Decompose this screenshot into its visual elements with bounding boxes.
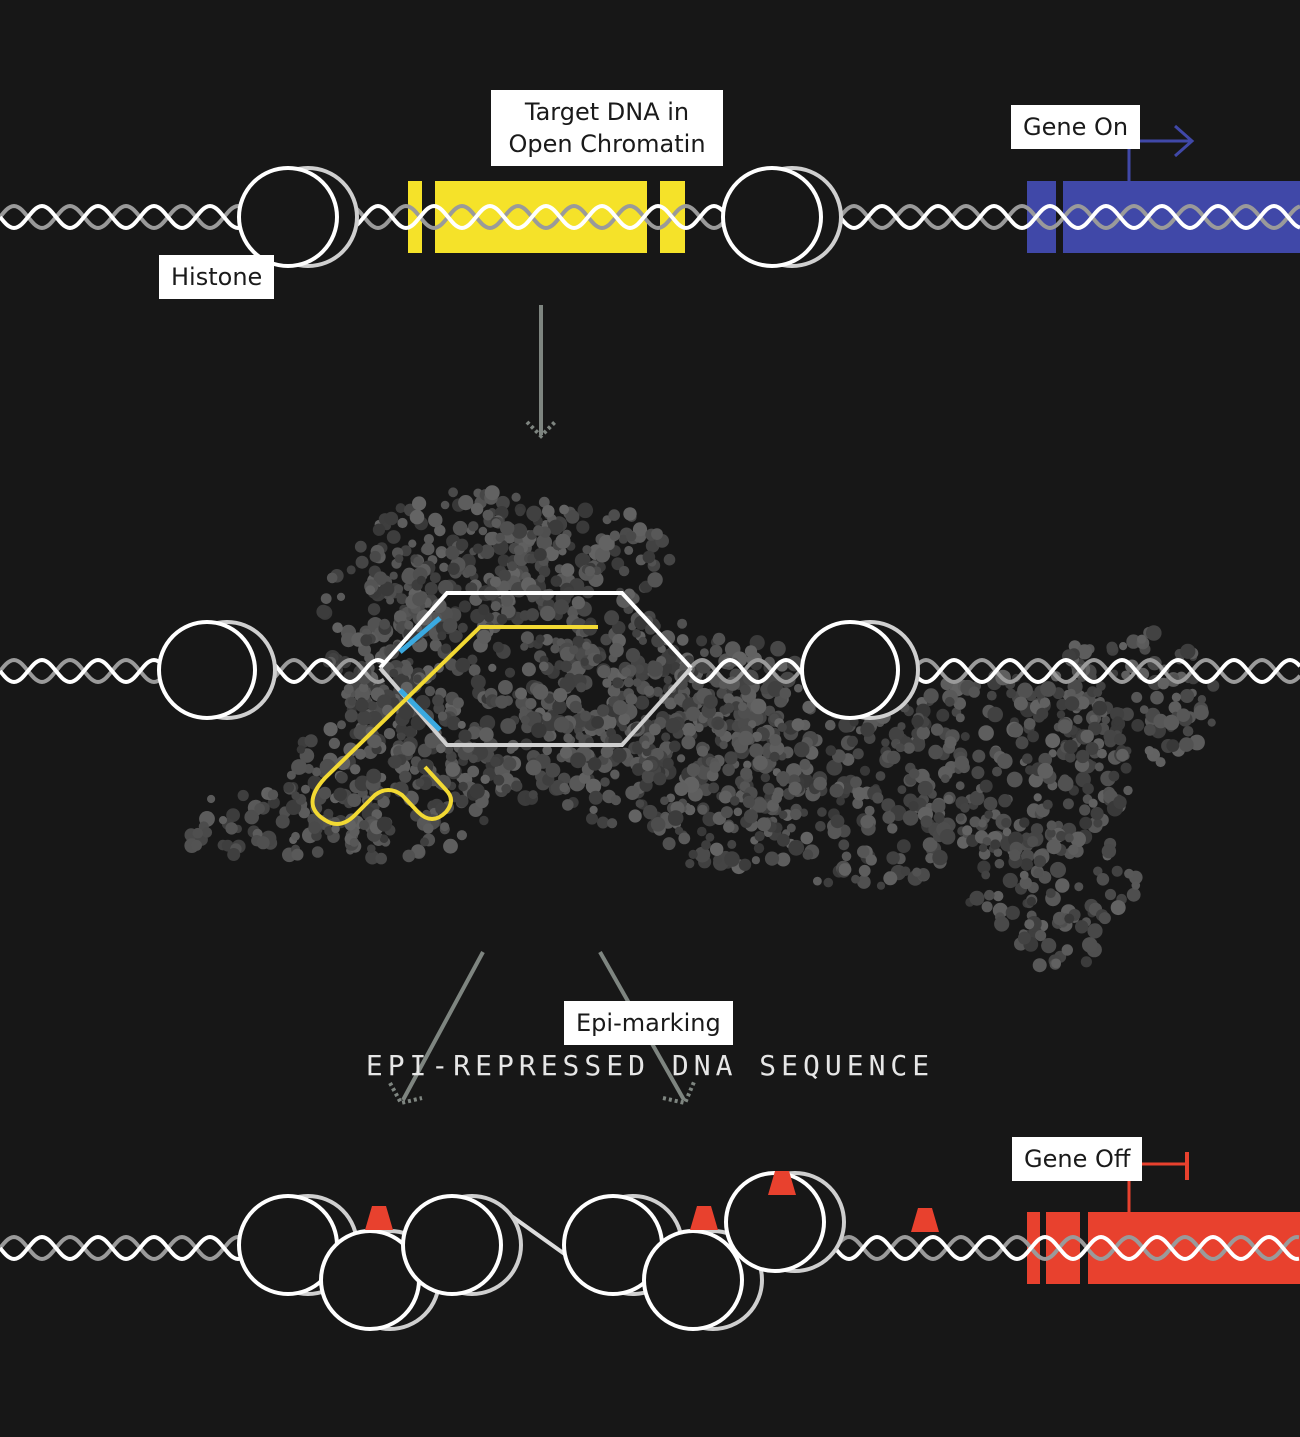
methyl-mark-icon: [911, 1208, 939, 1232]
gene-on-region: [1063, 181, 1300, 253]
dna-strand: [0, 203, 1300, 231]
histone-cluster-right: [562, 1171, 846, 1331]
dna-strand: [686, 657, 1300, 685]
dna-strand: [833, 1234, 1300, 1262]
histone-label: Histone: [159, 255, 275, 299]
target-dna-region: [435, 181, 647, 253]
histone: [721, 166, 843, 268]
repressed-row: [0, 1152, 1300, 1331]
methyl-mark-icon: [365, 1206, 393, 1230]
dna-strand: [0, 1234, 241, 1262]
target-dna-label-line2: Open Chromatin: [508, 130, 706, 158]
dna-unwound-bubble: [378, 591, 693, 747]
cas-effector-protein: [184, 485, 1220, 973]
dna-strand: [0, 1234, 241, 1262]
target-dna-label-line1: Target DNA in: [524, 98, 690, 126]
epi-marking-label: Epi-marking: [564, 1001, 733, 1045]
dna-helix: [833, 1234, 1300, 1262]
protein-bound-row: [0, 591, 1300, 826]
dna-strand: [686, 657, 1300, 685]
dna-helix: [0, 203, 1300, 231]
spacer-segment-top: [398, 616, 442, 654]
gene-off-region: [1088, 1212, 1300, 1284]
dna-strand: [0, 203, 1300, 231]
guide-rna: [310, 625, 598, 826]
histone: [157, 620, 277, 720]
gene-off-label: Gene Off: [1012, 1137, 1143, 1181]
gene-on-marker: [1027, 181, 1056, 253]
arrow-to-protein: [525, 305, 557, 439]
histone: [800, 620, 920, 720]
histone: [237, 166, 359, 268]
open-chromatin-row: [0, 124, 1300, 268]
dna-helix: [686, 657, 1300, 685]
dna-helix: [0, 1234, 241, 1262]
diagram-caption: EPI-REPRESSED DNA SEQUENCE: [365, 1049, 935, 1082]
gene-off-marker: [1046, 1212, 1080, 1284]
target-dna-label: Target DNA in Open Chromatin: [491, 90, 723, 166]
histone-cluster-left: [237, 1194, 523, 1331]
methyl-mark-icon: [690, 1206, 718, 1230]
methyl-mark-icon: [768, 1171, 796, 1195]
gene-on-label: Gene On: [1011, 105, 1141, 149]
epi-marks: [365, 1171, 939, 1232]
target-dna-marker-left: [408, 181, 422, 253]
dna-strand: [833, 1234, 1300, 1262]
